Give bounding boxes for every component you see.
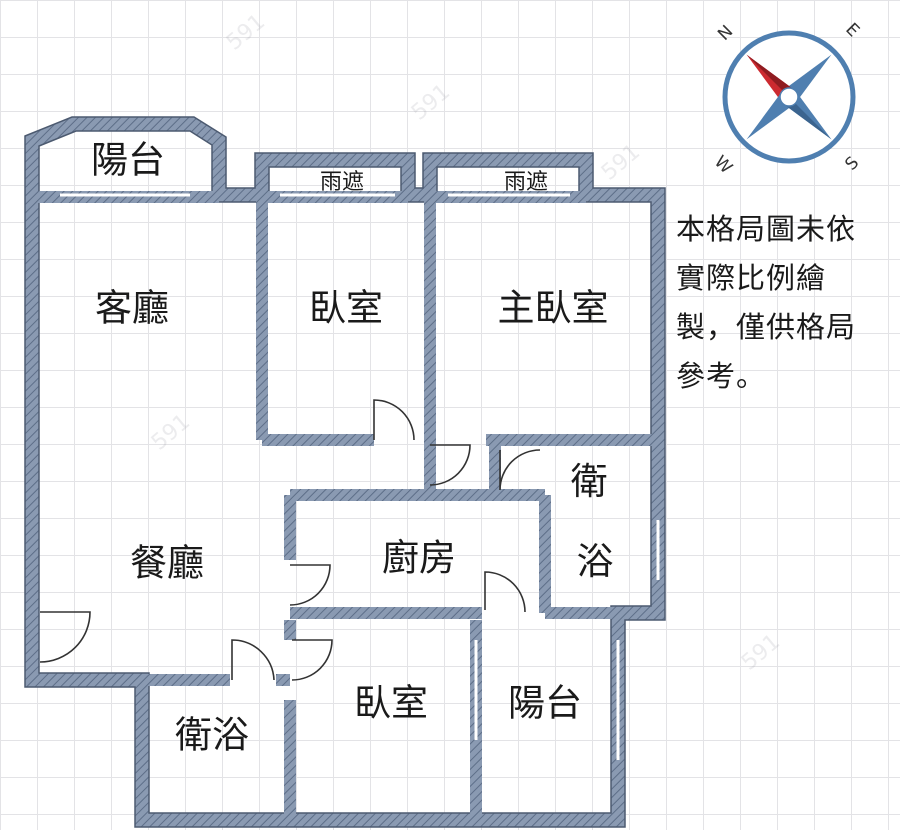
- label-master-bedroom: 主臥室: [498, 287, 609, 330]
- door-bedroom1: [373, 399, 415, 441]
- outer-walls: [25, 117, 665, 827]
- windows: [60, 193, 660, 760]
- door-bath-left: [231, 639, 275, 681]
- label-living-room: 客廳: [95, 287, 169, 330]
- label-bedroom-1: 臥室: [309, 287, 383, 330]
- door-kitchen-right: [484, 571, 526, 613]
- label-bedroom-2: 臥室: [354, 682, 428, 725]
- compass-label-west: W: [710, 152, 736, 178]
- outer-wall-edges: [24, 116, 666, 828]
- note-line-2: 實際比例繪: [676, 261, 827, 295]
- compass-label-north: N: [714, 22, 737, 45]
- label-balcony-top: 陽台: [91, 139, 165, 182]
- label-bathroom-right: 衛 浴: [571, 460, 620, 583]
- disclaimer-note: 本格局圖未依 實際比例繪 製，僅供格局 參考。: [676, 205, 896, 401]
- compass-label-east: E: [841, 19, 863, 41]
- door-kitchen-left: [289, 564, 331, 606]
- room-labels: 陽台 雨遮 雨遮 客廳 臥室 主臥室 衛 浴 廚房 餐廳 衛浴 臥室 陽台: [91, 139, 620, 757]
- compass-label-south: S: [841, 153, 863, 175]
- compass-hub: [779, 87, 799, 107]
- label-kitchen: 廚房: [382, 537, 456, 580]
- label-balcony-bottom: 陽台: [508, 682, 582, 725]
- label-awning-2: 雨遮: [504, 170, 548, 195]
- door-dining: [39, 611, 91, 663]
- door-master: [429, 444, 471, 486]
- label-bathroom-left: 衛浴: [175, 714, 249, 757]
- door-bath-right: [499, 449, 541, 491]
- label-dining-room: 餐廳: [130, 542, 204, 585]
- label-awning-1: 雨遮: [320, 170, 364, 195]
- compass: N E S W: [710, 19, 863, 178]
- label-bathroom-right-line2: 浴: [577, 540, 614, 583]
- note-line-4: 參考。: [676, 359, 767, 393]
- note-line-3: 製，僅供格局: [676, 310, 857, 344]
- door-swings: [39, 399, 541, 681]
- door-bedroom2: [291, 639, 333, 681]
- note-line-1: 本格局圖未依: [676, 212, 857, 246]
- label-bathroom-right-line1: 衛: [571, 460, 608, 503]
